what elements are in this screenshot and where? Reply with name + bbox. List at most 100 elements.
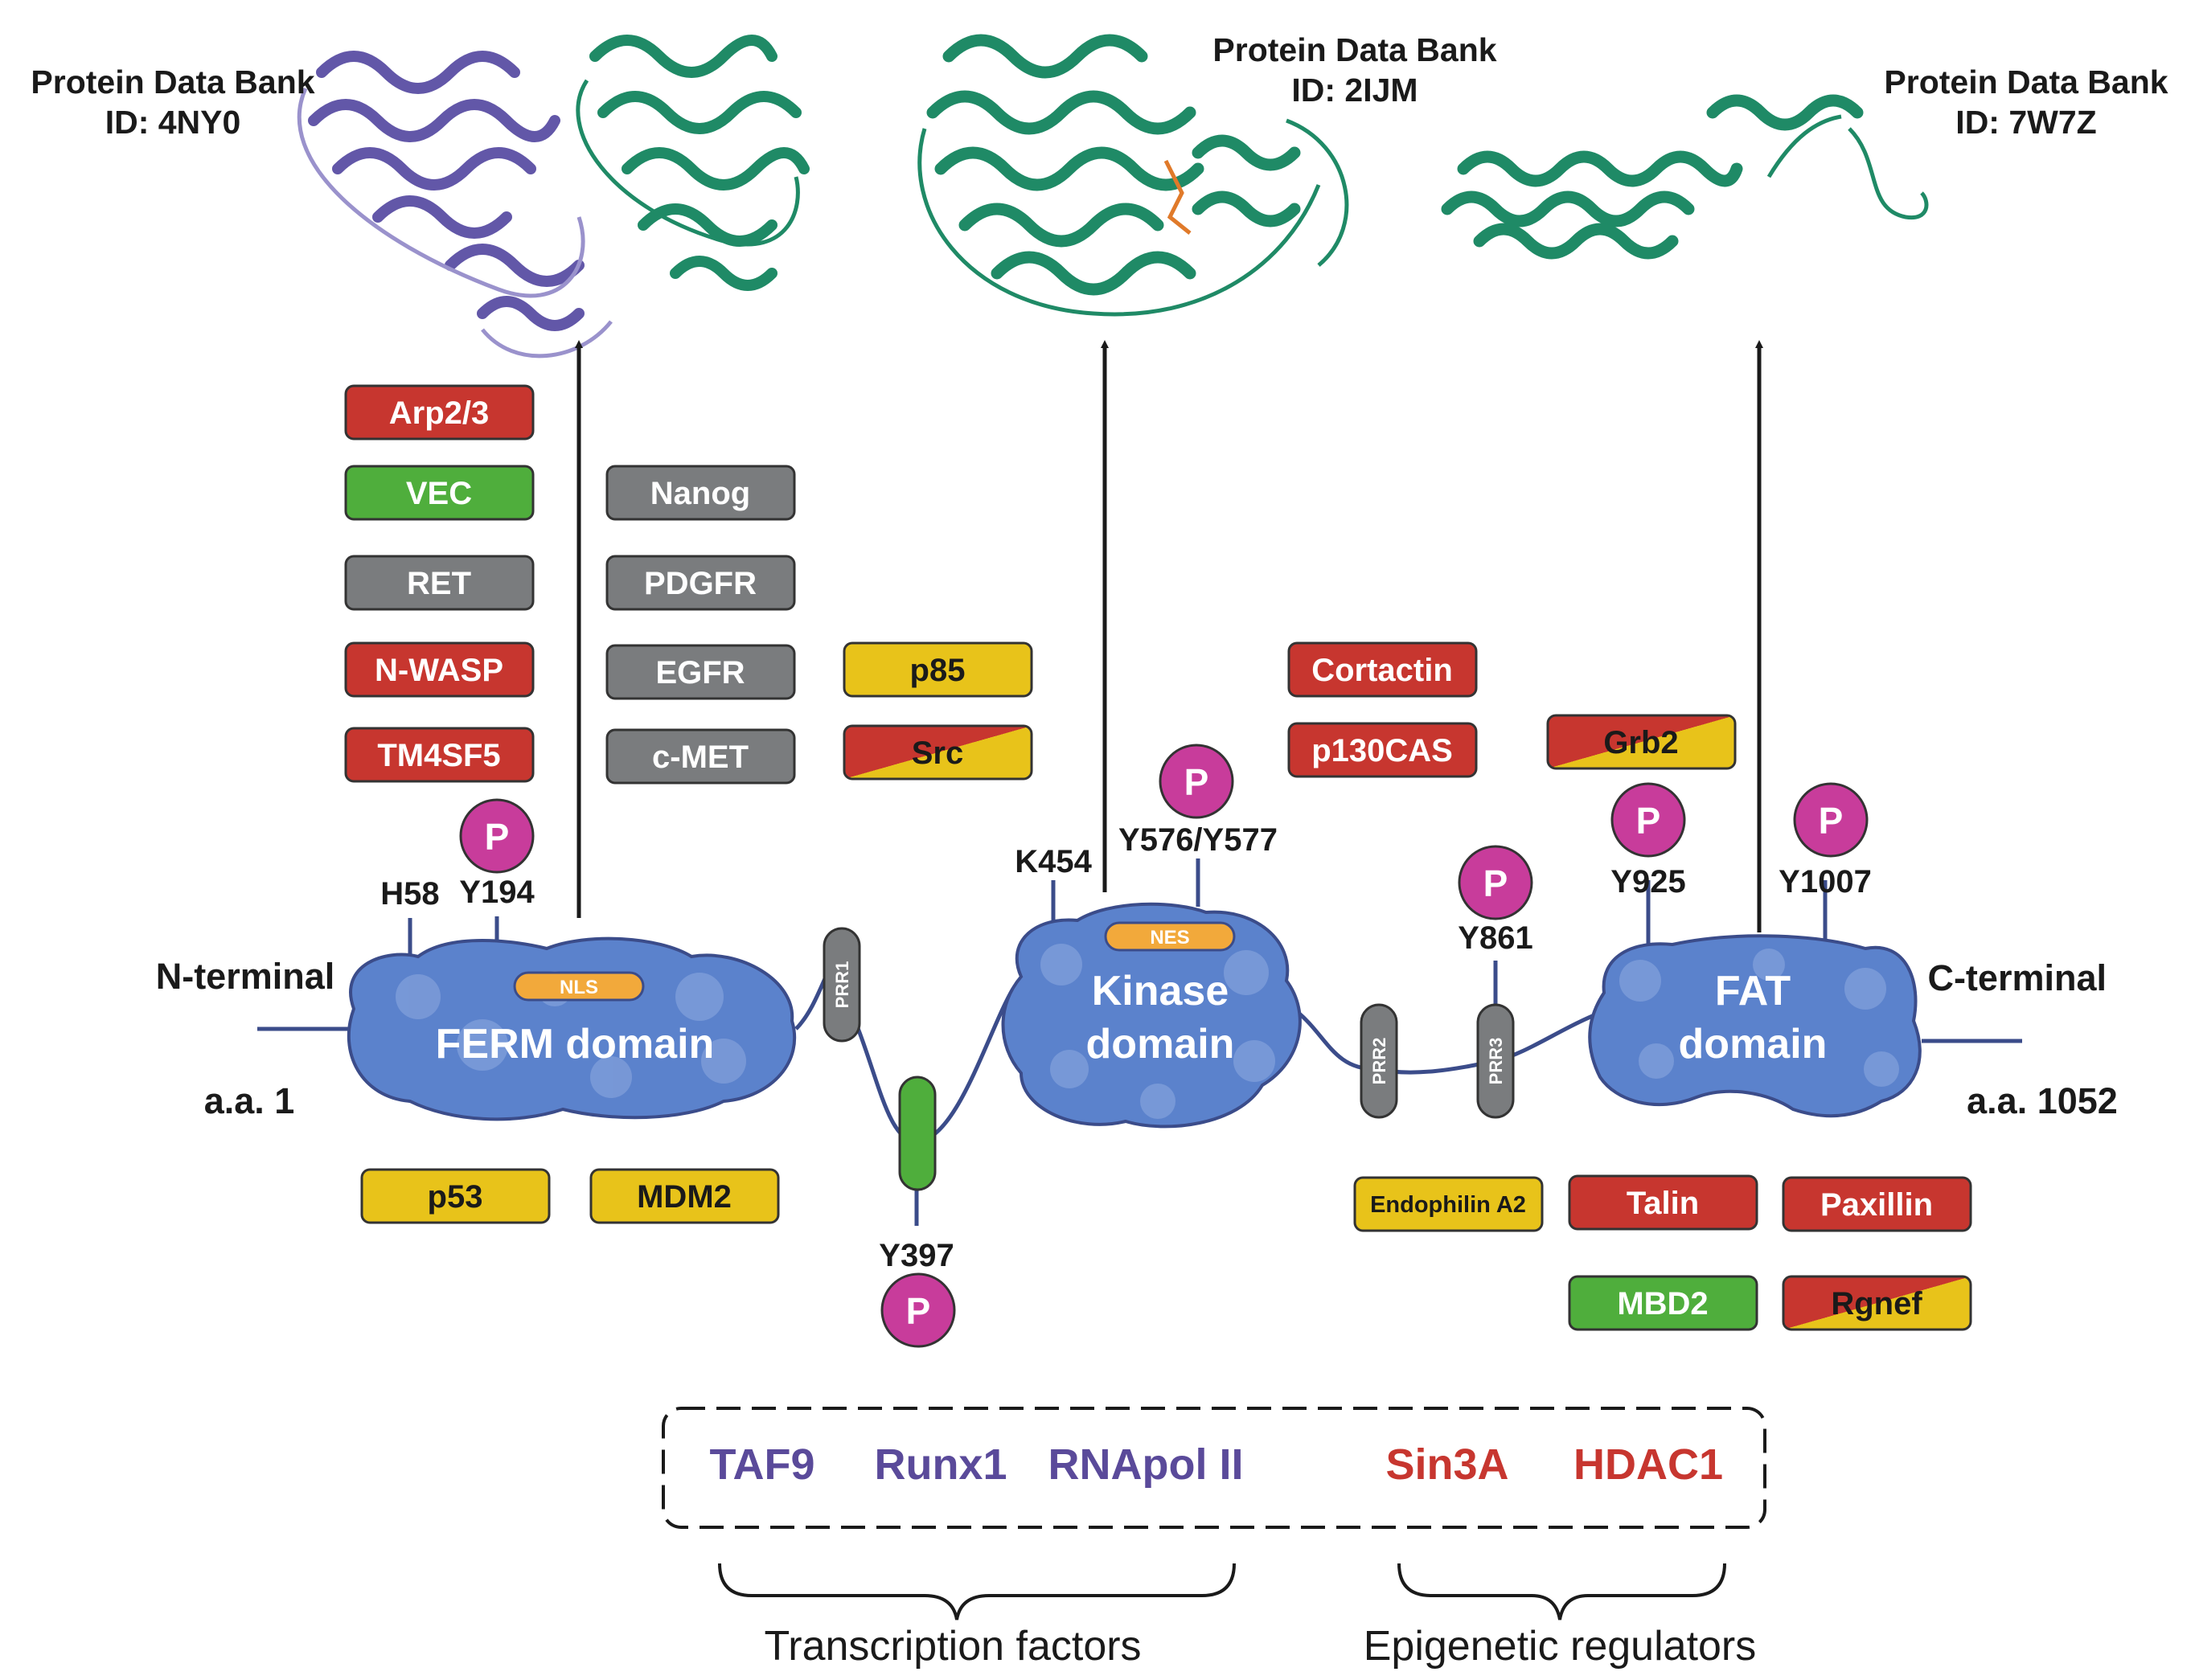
phospho-y1007: P bbox=[1793, 782, 1869, 858]
partner-endophilin-a2: Endophilin A2 bbox=[1370, 1192, 1526, 1218]
partner-mdm2: MDM2 bbox=[637, 1179, 732, 1215]
residue-y194: Y194 bbox=[459, 875, 535, 910]
partner-nwasp: N-WASP bbox=[375, 653, 503, 688]
partner-ret-box bbox=[344, 555, 535, 611]
partner-mbd2: MBD2 bbox=[1617, 1286, 1708, 1321]
phospho-icon: P bbox=[1636, 800, 1661, 842]
brace-epigenetic-regulators bbox=[1397, 1563, 1726, 1621]
partner-src: Src bbox=[912, 736, 964, 771]
partner-egfr-box bbox=[605, 644, 796, 700]
partner-cmet: c-MET bbox=[652, 740, 749, 775]
partner-grb2-box bbox=[1546, 714, 1737, 770]
partner-pdgfr: PDGFR bbox=[644, 566, 757, 601]
partner-mdm2-box bbox=[589, 1168, 780, 1224]
y397-motif bbox=[898, 1076, 937, 1191]
partner-paxillin: Paxillin bbox=[1820, 1187, 1933, 1223]
svg-text:Protein Data Bank: Protein Data Bank bbox=[1212, 31, 1496, 68]
partner-p53-box bbox=[360, 1168, 551, 1224]
brace-transcription-factors bbox=[718, 1563, 1236, 1621]
nuclear-runx1: Runx1 bbox=[874, 1440, 1007, 1489]
partner-egfr: EGFR bbox=[655, 655, 745, 690]
partner-rgnef: Rgnef bbox=[1831, 1286, 1922, 1321]
phospho-icon: P bbox=[485, 816, 510, 858]
partner-tm4sf5: TM4SF5 bbox=[377, 738, 500, 773]
nuclear-sin3a: Sin3A bbox=[1385, 1440, 1508, 1489]
phospho-y576-y577: P bbox=[1159, 744, 1234, 819]
partner-pdgfr-box bbox=[605, 555, 796, 611]
nls-motif bbox=[513, 971, 645, 1002]
partner-talin: Talin bbox=[1627, 1186, 1699, 1221]
partner-talin-box bbox=[1568, 1174, 1758, 1231]
partner-rgnef-box bbox=[1782, 1275, 1972, 1331]
partner-ret: RET bbox=[407, 566, 471, 601]
nuclear-partners-box bbox=[662, 1407, 1766, 1529]
nuclear-hdac1: HDAC1 bbox=[1573, 1440, 1723, 1489]
partner-cortactin-box bbox=[1287, 641, 1478, 698]
prr2-motif: PRR2 bbox=[1360, 1003, 1398, 1119]
partner-arp23-box bbox=[344, 384, 535, 440]
residue-y397: Y397 bbox=[879, 1238, 954, 1273]
partner-nanog: Nanog bbox=[650, 476, 750, 511]
nes-label: NES bbox=[1150, 927, 1189, 949]
svg-text:ID: 2IJM: ID: 2IJM bbox=[1291, 72, 1418, 109]
group-transcription-factors: Transcription factors bbox=[764, 1623, 1141, 1670]
phospho-y925: P bbox=[1610, 782, 1686, 858]
phospho-icon: P bbox=[906, 1290, 931, 1332]
phospho-icon: P bbox=[1483, 863, 1508, 904]
nuclear-rnapol-ii: RNApol II bbox=[1048, 1440, 1244, 1489]
phospho-y861: P bbox=[1458, 845, 1533, 920]
residue-y1007: Y1007 bbox=[1779, 864, 1872, 899]
residue-y925: Y925 bbox=[1610, 864, 1685, 899]
partner-p130cas-box bbox=[1287, 722, 1478, 778]
kinase-domain-label-2: domain bbox=[1086, 1021, 1235, 1067]
kinase-domain: NES Kinase domain bbox=[1001, 902, 1302, 1129]
residue-y861: Y861 bbox=[1458, 920, 1532, 956]
pdb-label-2ijm: Protein Data Bank ID: 2IJM bbox=[1212, 31, 1496, 109]
svg-text:PRR3: PRR3 bbox=[1486, 1038, 1506, 1085]
partner-paxillin-box bbox=[1782, 1176, 1972, 1232]
group-epigenetic-regulators: Epigenetic regulators bbox=[1364, 1623, 1757, 1670]
residue-k454: K454 bbox=[1015, 844, 1092, 879]
svg-text:PRR1: PRR1 bbox=[832, 961, 852, 1009]
partner-vec-box bbox=[344, 465, 535, 521]
partner-nwasp-box bbox=[344, 641, 535, 698]
nuclear-taf9: TAF9 bbox=[710, 1440, 815, 1489]
partner-nanog-box bbox=[605, 465, 796, 521]
partner-p85-box bbox=[843, 641, 1033, 698]
pdb-label-7w7z: Protein Data Bank ID: 7W7Z bbox=[1884, 64, 2168, 141]
partner-p85: p85 bbox=[910, 653, 966, 688]
phospho-y194: P bbox=[459, 798, 535, 874]
svg-text:PRR2: PRR2 bbox=[1369, 1038, 1389, 1085]
partner-tm4sf5-box bbox=[344, 727, 535, 783]
pdb-label-4ny0: Protein Data Bank ID: 4NY0 bbox=[31, 64, 314, 141]
phospho-icon: P bbox=[1184, 761, 1209, 803]
phospho-y397: P bbox=[880, 1272, 956, 1348]
partner-p53: p53 bbox=[428, 1179, 483, 1215]
nes-motif bbox=[1104, 921, 1236, 952]
nls-label: NLS bbox=[560, 977, 598, 998]
residue-y576-y577: Y576/Y577 bbox=[1118, 822, 1278, 858]
pdb-structure-2ijm bbox=[917, 34, 1349, 317]
partner-p130cas: p130CAS bbox=[1311, 733, 1453, 768]
partner-src-box bbox=[843, 724, 1033, 781]
c-terminal-label: C-terminal bbox=[1927, 957, 2107, 998]
ferm-domain-label: FERM domain bbox=[436, 1021, 715, 1067]
aa-end-label: a.a. 1052 bbox=[1967, 1080, 2118, 1121]
prr3-motif: PRR3 bbox=[1476, 1003, 1515, 1119]
pdb-structure-4ny0 bbox=[297, 35, 810, 359]
partner-grb2: Grb2 bbox=[1603, 725, 1678, 760]
partner-mbd2-box bbox=[1568, 1275, 1758, 1331]
svg-text:Protein Data Bank: Protein Data Bank bbox=[31, 64, 314, 100]
n-terminal-label: N-terminal bbox=[156, 956, 335, 997]
partner-cortactin: Cortactin bbox=[1311, 653, 1453, 688]
partner-arp23: Arp2/3 bbox=[389, 395, 490, 431]
residue-h58: H58 bbox=[380, 876, 439, 912]
partner-cmet-box bbox=[605, 728, 796, 785]
svg-text:ID: 4NY0: ID: 4NY0 bbox=[105, 104, 241, 141]
fat-domain-label-1: FAT bbox=[1715, 968, 1791, 1014]
svg-text:ID: 7W7Z: ID: 7W7Z bbox=[1955, 104, 2096, 141]
partner-vec: VEC bbox=[406, 476, 472, 511]
phospho-icon: P bbox=[1819, 800, 1844, 842]
kinase-domain-label-1: Kinase bbox=[1092, 968, 1229, 1014]
